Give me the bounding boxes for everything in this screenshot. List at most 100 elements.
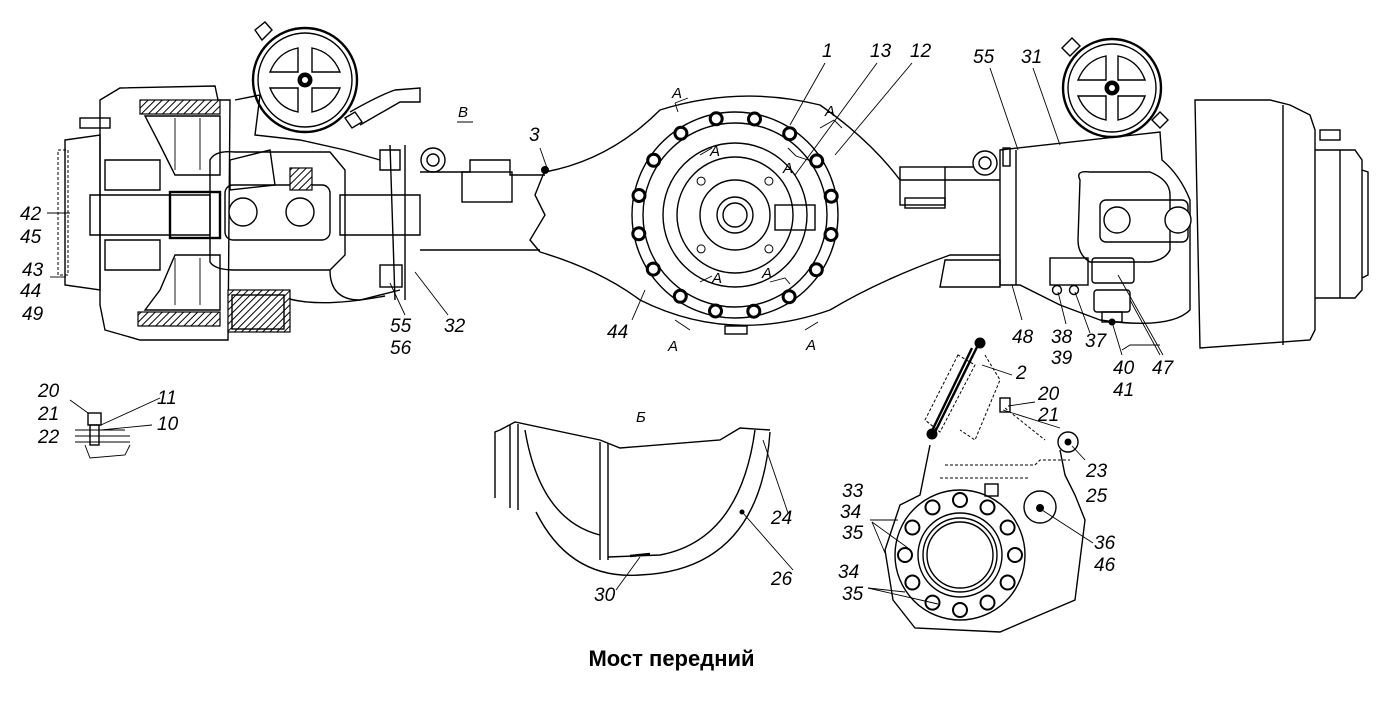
callout-31: 31 <box>1021 47 1042 68</box>
callout-44: 44 <box>20 281 41 302</box>
callout-36: 36 <box>1094 533 1116 554</box>
callout-25: 25 <box>1085 486 1108 507</box>
callout-20: 20 <box>1037 384 1060 405</box>
hole-icon <box>764 244 774 254</box>
bolt-icon <box>924 499 941 516</box>
bolt-icon <box>823 227 839 242</box>
callout-13: 13 <box>870 41 892 62</box>
section-a-label: А <box>711 270 722 287</box>
section-a-label: А <box>824 103 835 120</box>
bolt-icon <box>999 519 1016 536</box>
callout-55: 55 <box>973 47 995 68</box>
callout-46: 46 <box>1094 555 1116 576</box>
bolt-icon <box>979 594 996 611</box>
callout-34: 34 <box>838 562 859 583</box>
callout-12: 12 <box>910 41 932 62</box>
bolt-icon <box>1007 547 1023 563</box>
callout-48: 48 <box>1012 327 1034 348</box>
callout-3: 3 <box>529 125 540 146</box>
left-brake-chamber <box>251 21 421 134</box>
bolt-icon <box>999 574 1016 591</box>
callout-56: 56 <box>390 338 412 359</box>
callout-1: 1 <box>822 41 833 62</box>
callout-41: 41 <box>1113 380 1134 401</box>
callout-35: 35 <box>842 523 864 544</box>
section-a-label: А <box>805 337 816 354</box>
callout-30: 30 <box>594 585 616 606</box>
callout-2: 2 <box>1015 363 1027 384</box>
bolt-icon <box>782 126 798 142</box>
diagram-caption: Мост передний <box>588 646 755 671</box>
flange-small-bolts <box>897 492 1023 618</box>
detail-bolt <box>75 412 131 459</box>
left-wheel-hub <box>57 85 276 341</box>
section-marks: А А А А А А А А <box>667 85 843 355</box>
callout-37: 37 <box>1085 331 1108 352</box>
bolt-icon <box>645 261 661 277</box>
callout-42: 42 <box>20 204 42 225</box>
view-be-label: Б <box>636 409 646 426</box>
bolt-icon <box>708 303 723 319</box>
bolt-icon <box>781 289 797 305</box>
bolt-icon <box>646 152 662 168</box>
callout-55: 55 <box>390 316 412 337</box>
callout-33: 33 <box>842 481 864 502</box>
bolt-icon <box>823 188 839 204</box>
bolt-icon <box>747 111 762 127</box>
bolt-icon <box>631 226 647 242</box>
right-brake-chamber <box>1061 37 1169 139</box>
bolt-icon <box>809 153 825 169</box>
callout-47: 47 <box>1152 358 1175 379</box>
callout-49: 49 <box>22 304 44 325</box>
callout-11: 11 <box>157 388 177 409</box>
flange-bolts <box>631 111 839 319</box>
callout-34: 34 <box>840 502 861 523</box>
callout-labels: В Б 42 45 43 44 49 55 56 32 3 1 13 12 44… <box>20 41 1175 606</box>
callout-20: 20 <box>37 381 60 402</box>
right-knuckle <box>999 131 1192 326</box>
axle-beam-left <box>420 147 546 253</box>
bolt-icon <box>904 574 921 591</box>
bolt-icon <box>631 188 647 203</box>
detail-b <box>494 421 771 577</box>
callout-35: 35 <box>842 584 864 605</box>
callout-45: 45 <box>20 227 42 248</box>
bolt-icon <box>952 602 968 618</box>
callout-39: 39 <box>1051 348 1073 369</box>
callout-22: 22 <box>37 427 60 448</box>
section-a-label: А <box>782 160 793 177</box>
right-brake-drum <box>1194 99 1369 349</box>
bolt-icon <box>897 547 913 563</box>
bolt-icon <box>708 111 724 127</box>
callout-21: 21 <box>1037 405 1059 426</box>
hole-icon <box>696 176 706 186</box>
callout-38: 38 <box>1051 327 1073 348</box>
bolt-icon <box>672 288 688 304</box>
bolt-icon <box>673 125 689 141</box>
hole-icon <box>696 244 706 254</box>
callout-43: 43 <box>22 260 44 281</box>
section-a-label: А <box>709 143 720 160</box>
callout-40: 40 <box>1113 358 1135 379</box>
view-b-label: В <box>458 104 468 121</box>
leader-lines <box>47 62 1164 605</box>
hole-icon <box>764 176 774 186</box>
callout-21: 21 <box>37 404 59 425</box>
bolt-icon <box>904 519 921 536</box>
callout-32: 32 <box>444 316 466 337</box>
axle-beam-right <box>899 150 1001 288</box>
section-a-label: А <box>761 265 772 282</box>
bolt-icon <box>808 262 824 278</box>
section-a-label: А <box>667 338 678 355</box>
section-a-label: А <box>671 85 682 102</box>
callout-44: 44 <box>607 322 628 343</box>
left-knuckle <box>209 94 421 333</box>
differential-housing <box>539 95 1000 335</box>
callout-24: 24 <box>770 508 792 529</box>
cover-bolt-holes <box>696 176 774 254</box>
callout-10: 10 <box>157 414 179 435</box>
callout-23: 23 <box>1085 461 1108 482</box>
bolt-icon <box>746 303 762 319</box>
callout-26: 26 <box>770 569 793 590</box>
